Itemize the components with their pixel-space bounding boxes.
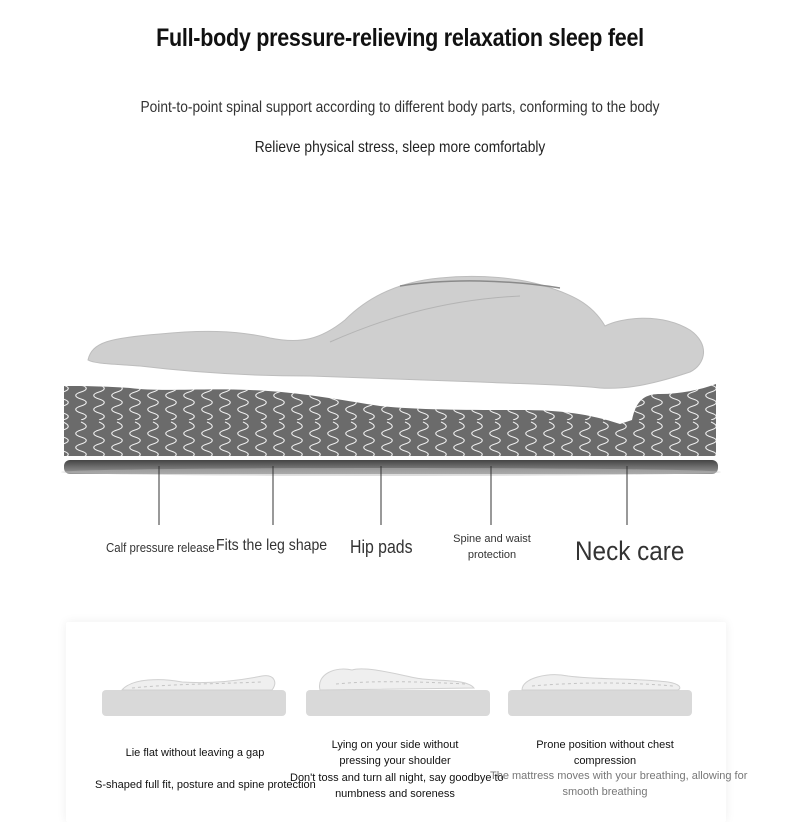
body-silhouette (87, 275, 704, 389)
page-title: Full-body pressure-relieving relaxation … (156, 24, 644, 52)
page-tagline: Relieve physical stress, sleep more comf… (254, 139, 546, 156)
mattress-illustration (61, 275, 721, 525)
callout-label-neck: Neck care (575, 536, 685, 566)
callout-label-leg: Fits the leg shape (216, 537, 328, 554)
pose-prone-caption-line1: Prone position without chest (536, 739, 674, 751)
pose-prone-illustration (508, 674, 692, 716)
sleep-positions-panel (66, 622, 726, 822)
callout-label-hip: Hip pads (350, 537, 413, 557)
pose-back-illustration (102, 675, 286, 716)
pose-back-detail: S-shaped full fit, posture and spine pro… (95, 779, 316, 791)
pose-side-detail-line2: numbness and soreness (335, 788, 455, 800)
pose-prone-detail-line2: smooth breathing (562, 786, 648, 798)
pose-side-illustration (306, 668, 490, 716)
callout-label-spine-line2: protection (467, 549, 517, 561)
pose-prone-caption-line2: compression (573, 755, 637, 767)
pose-side-caption-line1: Lying on your side without (331, 739, 459, 751)
pose-back-caption: Lie flat without leaving a gap (125, 747, 265, 759)
callout-label-calf: Calf pressure release (106, 540, 215, 555)
pose-side-detail-line1: Don't toss and turn all night, say goodb… (290, 772, 504, 784)
page-subtitle: Point-to-point spinal support according … (140, 99, 660, 116)
callout-label-spine: Spine and waist protection (452, 531, 532, 563)
ghost-text-decoration (0, 72, 800, 90)
callout-label-spine-line1: Spine and waist (453, 533, 531, 545)
pose-prone-detail-line1: The mattress moves with your breathing, … (490, 770, 748, 782)
pose-side-caption-line2: pressing your shoulder (339, 755, 451, 767)
